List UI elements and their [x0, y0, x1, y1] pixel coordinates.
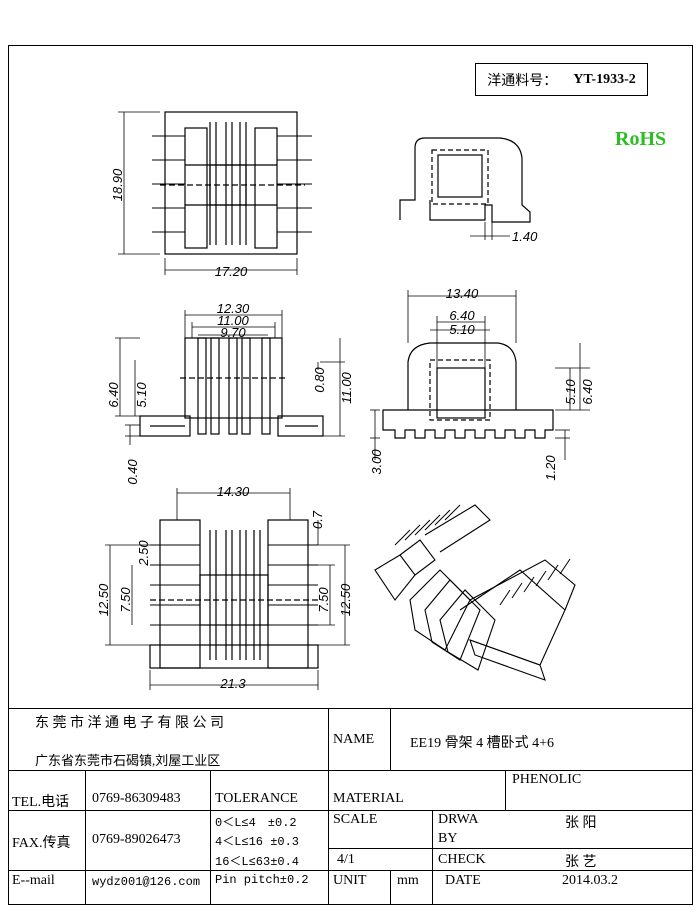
- scale-label: SCALE: [333, 812, 378, 827]
- date-label: DATE: [445, 873, 481, 888]
- part-name: EE19 骨架 4 槽卧式 4+6: [410, 736, 554, 751]
- dim-front-h4: 11.00: [339, 371, 354, 403]
- drawing-sheet: [8, 45, 693, 905]
- tolerance-line-2: 4＜L≤16 ±0.3: [215, 835, 300, 849]
- name-label: NAME: [333, 732, 375, 747]
- tel-value: 0769-86309483: [92, 791, 181, 806]
- part-number-box: 洋通料号： YT-1933-2: [475, 63, 648, 96]
- company-name: 东 莞 市 洋 通 电 子 有 限 公 司: [35, 716, 224, 731]
- dim-front-w3: 9.70: [220, 325, 246, 340]
- dim-end-w2: 6.40: [449, 308, 475, 323]
- dim-front-w1: 12.30: [217, 301, 250, 316]
- side-view: [399, 137, 531, 240]
- dim-end-h1: 5.10: [563, 379, 578, 405]
- dim-front-w2: 11.00: [217, 313, 249, 328]
- unit-value: mm: [397, 873, 419, 888]
- drwa-label: DRWA: [438, 812, 479, 827]
- dim-bottom-h3: 7.50: [316, 587, 331, 613]
- unit-label: UNIT: [333, 873, 367, 888]
- scale-value: 4/1: [337, 852, 355, 867]
- dim-front-h5: 0.40: [125, 459, 140, 485]
- drawn-by: 张 阳: [565, 816, 597, 831]
- dim-front-h3: 0.80: [312, 367, 327, 393]
- by-label: BY: [438, 831, 458, 846]
- rohs-mark: RoHS: [615, 128, 667, 150]
- dim-bottom-pitch: 2.50: [136, 540, 151, 567]
- tolerance-line-3: 16＜L≤63±0.4: [215, 855, 300, 869]
- dim-front-h2: 5.10: [134, 382, 149, 408]
- date-value: 2014.03.2: [562, 873, 618, 888]
- dim-bottom-h2: 7.50: [118, 587, 133, 613]
- dim-bottom-h1: 12.50: [96, 583, 111, 616]
- dim-top-height: 18.90: [110, 168, 125, 201]
- end-view: [370, 290, 590, 460]
- email-label: E--mail: [12, 873, 55, 888]
- dim-bottom-w2: 21.3: [219, 676, 246, 691]
- tel-label: TEL.电话: [12, 795, 70, 810]
- dim-bottom-w1: 14.30: [217, 484, 250, 499]
- tolerance-label: TOLERANCE: [215, 791, 298, 806]
- dim-end-h4: 1.20: [543, 455, 558, 481]
- dim-end-h3: 3.00: [369, 449, 384, 475]
- front-view: [115, 310, 345, 445]
- dim-front-h1: 6.40: [106, 382, 121, 408]
- dim-end-h2: 6.40: [580, 379, 595, 405]
- checked-by: 张 艺: [565, 855, 597, 870]
- isometric-view: [374, 504, 576, 681]
- dim-end-w3: 5.10: [449, 322, 475, 337]
- part-number-label: 洋通料号：: [487, 73, 558, 89]
- top-view: [118, 111, 312, 275]
- fax-label: FAX.传真: [12, 836, 71, 851]
- email-value: wydz001@126.com: [92, 875, 201, 889]
- check-label: CHECK: [438, 852, 486, 867]
- dim-bottom-t: 0.7: [310, 510, 325, 529]
- tolerance-line-4: Pin pitch±0.2: [215, 873, 309, 887]
- dim-bottom-h4: 12.50: [338, 583, 353, 616]
- material-label: MATERIAL: [333, 791, 404, 806]
- material-value: PHENOLIC: [512, 772, 582, 787]
- dim-top-width: 17.20: [215, 264, 248, 279]
- company-address: 广东省东莞市石碣镇,刘屋工业区: [35, 753, 221, 768]
- dim-side-gap: 1.40: [512, 229, 538, 244]
- tolerance-line-1: 0＜L≤4 ±0.2: [215, 816, 297, 830]
- fax-value: 0769-89026473: [92, 832, 181, 847]
- bottom-view: [105, 488, 350, 690]
- dim-end-w1: 13.40: [446, 286, 479, 301]
- part-number-value: YT-1933-2: [573, 71, 636, 87]
